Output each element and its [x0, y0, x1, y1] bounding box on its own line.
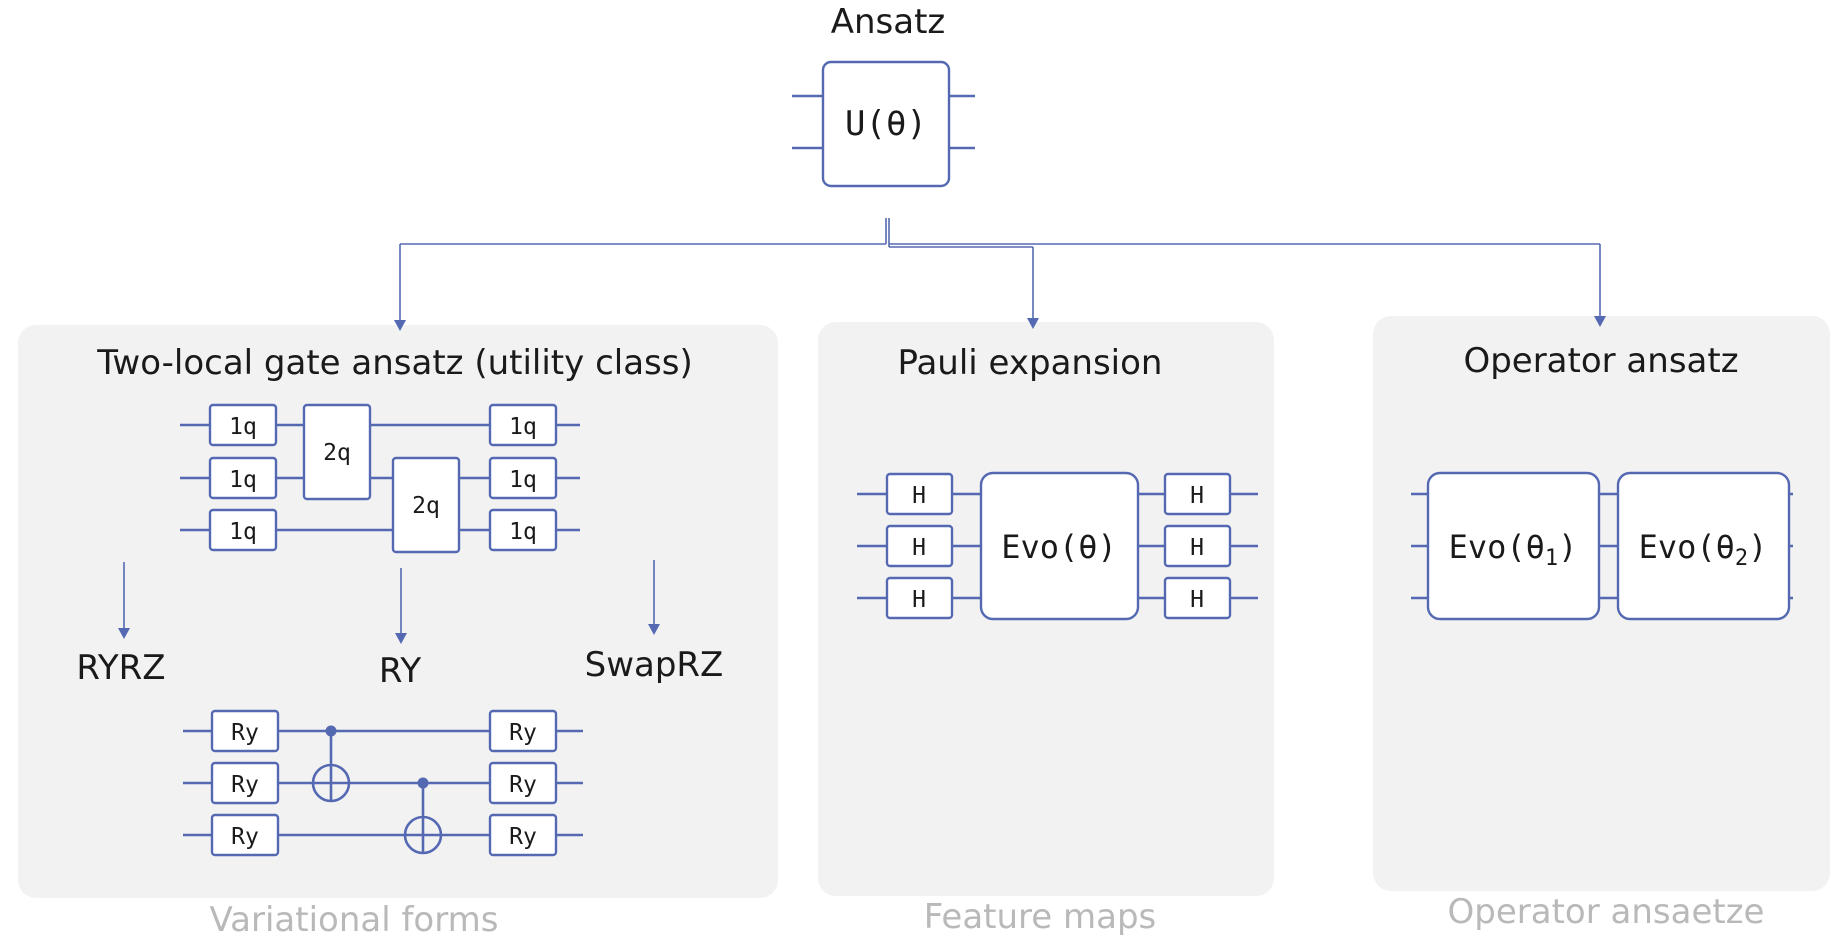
svg-text:1q: 1q — [229, 414, 257, 440]
ansatz-title: Ansatz — [831, 2, 946, 42]
pauli-circuit: H H H Evo(θ) H H H — [857, 471, 1258, 621]
svg-text:H: H — [912, 535, 926, 561]
two-local-title: Two-local gate ansatz (utility class) — [96, 343, 692, 383]
evo-theta2-label: Evo(θ2) — [1639, 528, 1768, 571]
cnot-target-2 — [403, 815, 443, 855]
caption-operator-ansaetze: Operator ansaetze — [1448, 892, 1765, 932]
svg-text:H: H — [912, 483, 926, 509]
panel-two-local — [18, 325, 778, 898]
ansatz-gate: U(θ) — [792, 60, 975, 188]
panel-operator-ansatz — [1373, 316, 1830, 891]
arrow-pauli — [1027, 318, 1039, 329]
svg-text:Ry: Ry — [231, 824, 259, 850]
variant-ry: RY — [379, 651, 421, 691]
svg-text:Ry: Ry — [509, 720, 537, 746]
variant-arrows — [118, 560, 660, 644]
operator-title: Operator ansatz — [1463, 341, 1738, 381]
svg-text:Ry: Ry — [509, 824, 537, 850]
operator-circuit: Evo(θ1) Evo(θ2) — [1411, 471, 1793, 621]
variant-ryrz: RYRZ — [76, 648, 165, 688]
svg-text:1q: 1q — [229, 467, 257, 493]
svg-text:H: H — [1190, 483, 1204, 509]
caption-feature-maps: Feature maps — [924, 897, 1157, 937]
svg-text:1q: 1q — [229, 519, 257, 545]
svg-text:H: H — [1190, 535, 1204, 561]
svg-text:1q: 1q — [509, 414, 537, 440]
evo-theta1-label: Evo(θ1) — [1449, 528, 1578, 571]
evo-theta-label: Evo(θ) — [1001, 528, 1117, 566]
ry-circuit: Ry Ry Ry Ry Ry Ry — [183, 709, 583, 857]
svg-text:H: H — [1190, 587, 1204, 613]
svg-text:1q: 1q — [509, 467, 537, 493]
svg-text:1q: 1q — [509, 519, 537, 545]
caption-variational-forms: Variational forms — [210, 900, 499, 940]
ansatz-gate-label: U(θ) — [845, 104, 927, 144]
svg-text:Ry: Ry — [509, 772, 537, 798]
arrow-two-local — [394, 320, 406, 331]
cnot-target-1 — [311, 763, 351, 803]
arrow-operator — [1594, 316, 1606, 327]
svg-text:2q: 2q — [323, 440, 351, 466]
pauli-title: Pauli expansion — [898, 343, 1163, 383]
two-local-generic-circuit: 1q 1q 1q 2q 2q 1q 1q 1q — [180, 403, 580, 554]
svg-text:H: H — [912, 587, 926, 613]
svg-text:2q: 2q — [412, 493, 440, 519]
svg-text:Ry: Ry — [231, 772, 259, 798]
variant-swaprz: SwapRZ — [585, 645, 724, 685]
svg-text:Ry: Ry — [231, 720, 259, 746]
connector-lines — [394, 218, 1606, 331]
